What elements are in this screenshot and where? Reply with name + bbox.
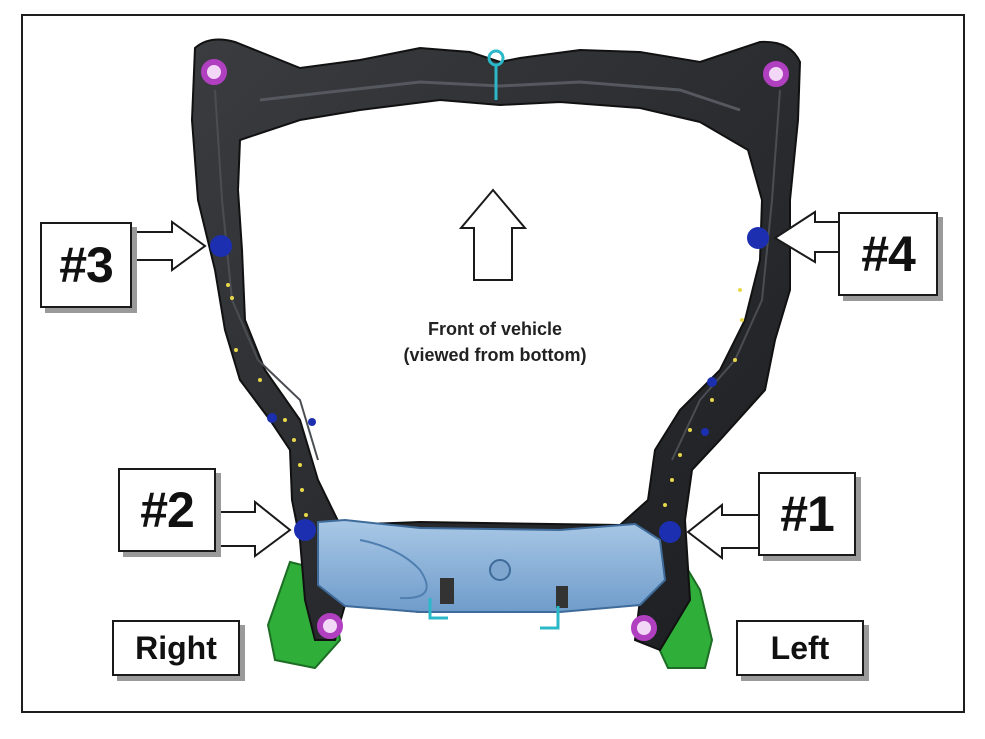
lift-hook bbox=[428, 49, 560, 630]
bolt-marker-4 bbox=[747, 227, 769, 249]
callout-arrow-3 bbox=[129, 220, 207, 272]
front-direction-arrow bbox=[458, 188, 528, 281]
label-bolt-3: #3 bbox=[40, 222, 132, 308]
bolt-marker-2 bbox=[294, 519, 316, 541]
bolt-marker-3 bbox=[210, 235, 232, 257]
subframe-body bbox=[190, 38, 802, 652]
label-bolt-4: #4 bbox=[838, 212, 938, 296]
caption-line-1: Front of vehicle bbox=[427, 319, 562, 339]
bolt-marker-1 bbox=[659, 521, 681, 543]
orientation-caption: Front of vehicle (viewed from bottom) bbox=[330, 316, 660, 368]
label-right-side: Right bbox=[112, 620, 240, 676]
label-bolt-1: #1 bbox=[758, 472, 856, 556]
callout-arrow-1 bbox=[686, 502, 761, 561]
callout-arrow-2 bbox=[214, 499, 292, 558]
mount-rings bbox=[201, 59, 789, 641]
label-bolt-2: #2 bbox=[118, 468, 216, 552]
label-left-side: Left bbox=[736, 620, 864, 676]
caption-line-2: (viewed from bottom) bbox=[403, 345, 587, 365]
